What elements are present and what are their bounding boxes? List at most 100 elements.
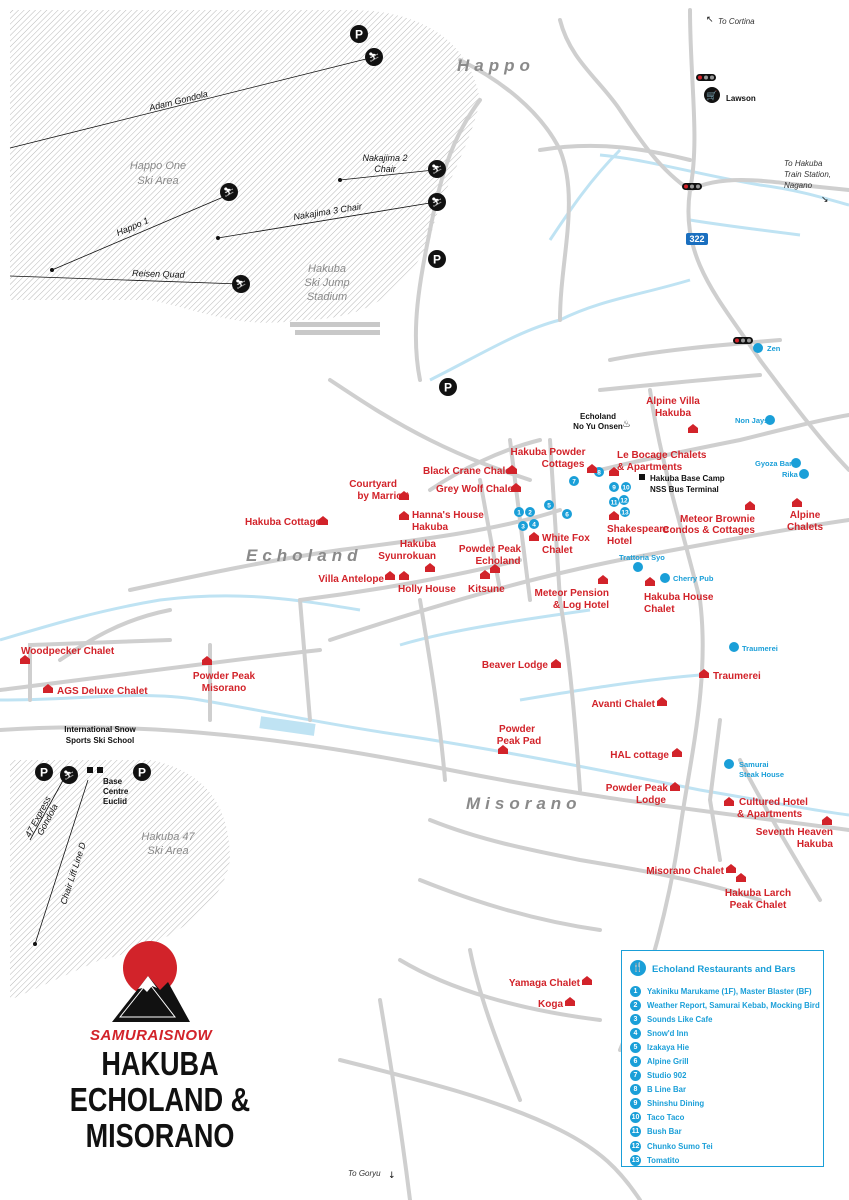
acc-hakuba-cottage: Hakuba Cottage [245,517,322,528]
acc-alpine-villa-2: Hakuba [655,408,692,419]
svg-text:⛷: ⛷ [368,52,379,63]
acc-meteor-pension-2: & Log Hotel [553,600,609,611]
legend-restaurant-name: Alpine Grill [647,1057,689,1067]
place-onsen-line2: No Yu Onsen [573,422,623,431]
legend-restaurant-name: Izakaya Hie [647,1042,690,1052]
title-line-1: HAKUBA [101,1045,219,1082]
acc-holly-house: Holly House [398,584,456,595]
legend-number: 6 [630,1056,641,1068]
base-centre-marker [97,767,103,773]
acc-meteor-pension-1: Meteor Pension [535,588,609,599]
svg-text:⛷: ⛷ [431,197,442,208]
place-snow-school-line2: Sports Ski School [66,736,134,745]
legend-restaurant-name: Studio 902 [647,1071,687,1081]
acc-courtyard-1: Courtyard [349,479,397,490]
title-line-3: MISORANO [85,1117,235,1154]
svg-text:⛷: ⛷ [223,187,234,198]
acc-courtyard-2: by Marriott [357,491,409,502]
acc-larch-2: Peak Chalet [730,900,787,911]
place-base-centre-line1: Base [103,777,123,786]
route-number: 322 [689,234,704,244]
svg-text:↘: ↘ [821,195,829,205]
legend-number: 11 [630,1126,641,1138]
area-hakuba47-line2: Ski Area [147,845,188,857]
title-line-2: ECHOLAND & [69,1081,251,1118]
acc-woodpecker: Woodpecker Chalet [21,646,115,657]
svg-text:13: 13 [621,510,629,517]
acc-cultured-1: Cultured Hotel [739,797,808,808]
acc-hannas-1: Hanna's House [412,510,484,521]
acc-white-fox-2: Chalet [542,545,573,556]
happo-one-ski-area [10,10,480,323]
page-title: HAKUBA ECHOLAND & MISORANO [62,1046,259,1154]
lift-lines [9,57,437,945]
svg-text:9: 9 [612,485,616,492]
acc-shakespeare-1: Shakespeare [607,524,669,535]
acc-alpine-villa-1: Alpine Villa [646,396,700,407]
legend-restaurant-name: Shinshu Dining [647,1099,705,1109]
acc-white-fox-1: White Fox [542,533,590,544]
legend-restaurant-name: Sounds Like Cafe [647,1014,713,1024]
restaurant-traumerei: Traumerei [742,644,778,653]
restaurant-zen: Zen [767,344,781,353]
acc-pp-echoland-2: Echoland [475,556,520,567]
svg-text:7: 7 [572,479,576,486]
restaurant-cherry-pub: Cherry Pub [673,574,714,583]
brand-name: SAMURAISNOW [90,1027,213,1044]
legend-number: 2 [630,999,641,1011]
svg-text:↓: ↓ [388,1171,396,1181]
acc-meteor-brownie-2: Condos & Cottages [662,525,755,536]
acc-hakuba-house-2: Chalet [644,604,675,615]
area-happo: Happo [457,56,535,75]
legend-number: 4 [630,1027,641,1039]
samurai-snow-logo [112,941,190,1022]
convenience-store-icon [704,87,720,103]
acc-pp-lodge-1: Powder Peak [606,783,669,794]
restaurant-gyoza-bar: Gyoza Bar [755,459,792,468]
svg-text:⛷: ⛷ [63,770,74,781]
svg-text:10: 10 [622,485,630,492]
legend-restaurant-name: Chunko Sumo Tei [647,1141,713,1151]
acc-koga: Koga [538,999,563,1010]
direction-goryu: To Goryu [348,1169,381,1178]
place-lawson: Lawson [726,94,756,103]
lift-nakajima-2-line2: Chair [374,164,397,174]
acc-syunrokuan-2: Syunrokuan [378,551,436,562]
place-base-camp-line2: NSS Bus Terminal [650,485,719,494]
legend-item: 6 Alpine Grill [630,1054,820,1068]
place-base-centre-line3: Euclid [103,797,127,806]
area-misorano: Misorano [466,794,582,813]
svg-text:11: 11 [611,500,618,507]
svg-text:5: 5 [547,503,551,510]
legend-item: 1 Yakiniku Marukame (1F), Master Blaster … [630,984,820,998]
acc-le-bocage-1: Le Bocage Chalets [617,450,707,461]
legend-number: 9 [630,1098,641,1110]
acc-larch-1: Hakuba Larch [725,888,791,899]
place-base-centre-line2: Centre [103,787,129,796]
place-onsen-line1: Echoland [580,412,616,421]
legend-restaurant-name: Yakiniku Marukame (1F), Master Blaster (… [647,986,812,996]
acc-kitsune: Kitsune [468,584,505,595]
legend-number: 1 [630,985,641,997]
svg-text:2: 2 [528,510,532,517]
svg-text:4: 4 [532,522,536,529]
area-happo-one-line1: Happo One [130,160,186,172]
restaurant-samurai-line1: Samurai [739,760,769,769]
area-hakuba47-line1: Hakuba 47 [141,831,195,843]
legend-list: 1 Yakiniku Marukame (1F), Master Blaster … [630,984,820,1167]
numbered-restaurant-markers: 1 2 3 4 5 6 7 8 9 10 11 12 13 [514,467,631,531]
legend-number: 13 [630,1154,641,1166]
hakuba47-ski-area [10,760,230,1000]
svg-text:8: 8 [597,470,601,477]
parking-icon: P P P P P [35,25,457,781]
svg-text:3: 3 [521,524,525,531]
restaurant-rika: Rika [782,470,799,479]
direction-station-line2: Train Station, [784,170,831,179]
svg-text:P: P [433,253,441,267]
svg-text:12: 12 [620,498,628,505]
